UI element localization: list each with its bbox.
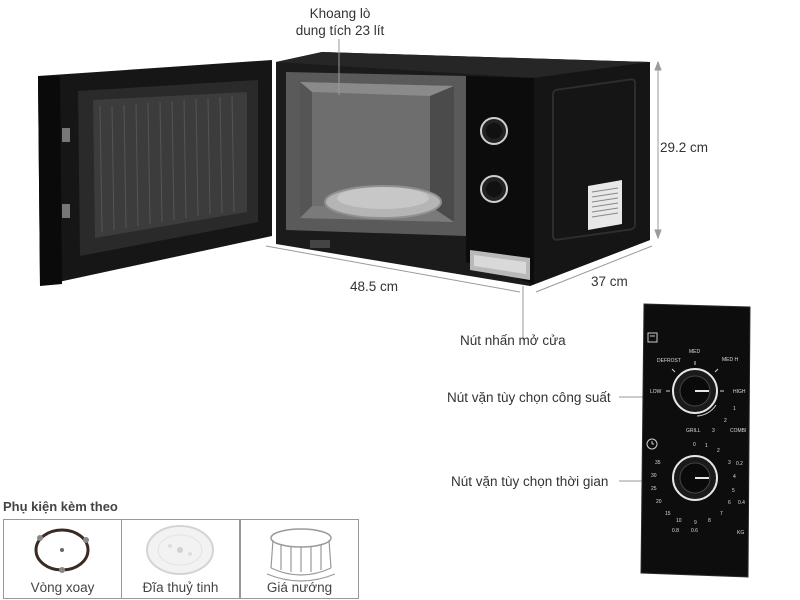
depth-label: 37 cm (591, 274, 628, 289)
accessory-grill-rack-label: Giá nướng (266, 580, 333, 595)
accessory-grill-rack: Giá nướng (240, 519, 359, 599)
mark-t3: 3 (728, 460, 731, 466)
body-control-panel (466, 76, 534, 284)
mark-1: 1 (733, 406, 736, 412)
width-label: 48.5 cm (350, 279, 399, 294)
power-knob-label: Nút vặn tùy chọn công suất (447, 390, 611, 405)
accessory-roller-ring-label: Vòng xoay (30, 580, 95, 595)
mark-kg: KG (737, 530, 744, 536)
accessories-title: Phụ kiện kèm theo (3, 499, 118, 514)
mark-w06: 0.6 (691, 528, 698, 534)
clock-icon (646, 438, 658, 450)
mark-t5: 5 (732, 488, 735, 494)
mark-t7: 7 (720, 511, 723, 517)
mark-2: 2 (724, 418, 727, 424)
open-door (38, 60, 272, 286)
mark-t6: 6 (728, 500, 731, 506)
mark-t15: 15 (665, 511, 671, 517)
mark-t35: 35 (655, 460, 661, 466)
mark-t30: 30 (651, 473, 657, 479)
mark-t25: 25 (651, 486, 657, 492)
mark-w08: 0.8 (672, 528, 679, 534)
accessory-glass-plate-label: Đĩa thuỷ tinh (142, 580, 219, 595)
glass-plate-icon (146, 525, 214, 575)
cavity-label-line2: dung tích 23 lít (295, 23, 385, 38)
mark-t0: 0 (693, 442, 696, 448)
mark-med: MED (689, 349, 701, 355)
mark-3: 3 (712, 428, 715, 434)
mark-low: LOW (650, 389, 662, 395)
accessory-roller-ring: Vòng xoay (3, 519, 122, 599)
cavity-label: Khoang lò dung tích 23 lít (290, 5, 390, 39)
mark-t2: 2 (717, 448, 720, 454)
mark-t4: 4 (733, 474, 736, 480)
door-button-label: Nút nhấn mở cửa (460, 333, 566, 348)
mark-w02: 0.2 (736, 461, 743, 467)
mark-t10: 10 (676, 518, 682, 524)
mark-defrost: DEFROST (657, 358, 681, 364)
grill-rack-icon (266, 528, 336, 582)
panel-ticks (666, 361, 724, 392)
cavity-label-line1: Khoang lò (309, 6, 371, 21)
door-icon (647, 332, 658, 343)
mark-t9: 9 (694, 520, 697, 526)
body-foot (310, 240, 330, 248)
mark-high: HIGH (733, 389, 746, 395)
panel-marks: DEFROST MED MED H LOW HIGH GRILL COMBI 1… (650, 349, 746, 536)
mark-t8: 8 (708, 518, 711, 524)
height-label: 29.2 cm (660, 140, 709, 155)
mark-w04: 0.4 (738, 500, 745, 506)
accessory-glass-plate: Đĩa thuỷ tinh (121, 519, 240, 599)
mark-t20: 20 (656, 499, 662, 505)
mark-combi: COMBI (730, 428, 746, 434)
time-knob-label: Nút vặn tùy chọn thời gian (451, 474, 609, 489)
roller-ring-icon (34, 528, 90, 573)
cavity (286, 72, 466, 236)
mark-grill: GRILL (686, 428, 701, 434)
mark-med-h: MED H (722, 357, 739, 363)
mark-t1: 1 (705, 443, 708, 449)
